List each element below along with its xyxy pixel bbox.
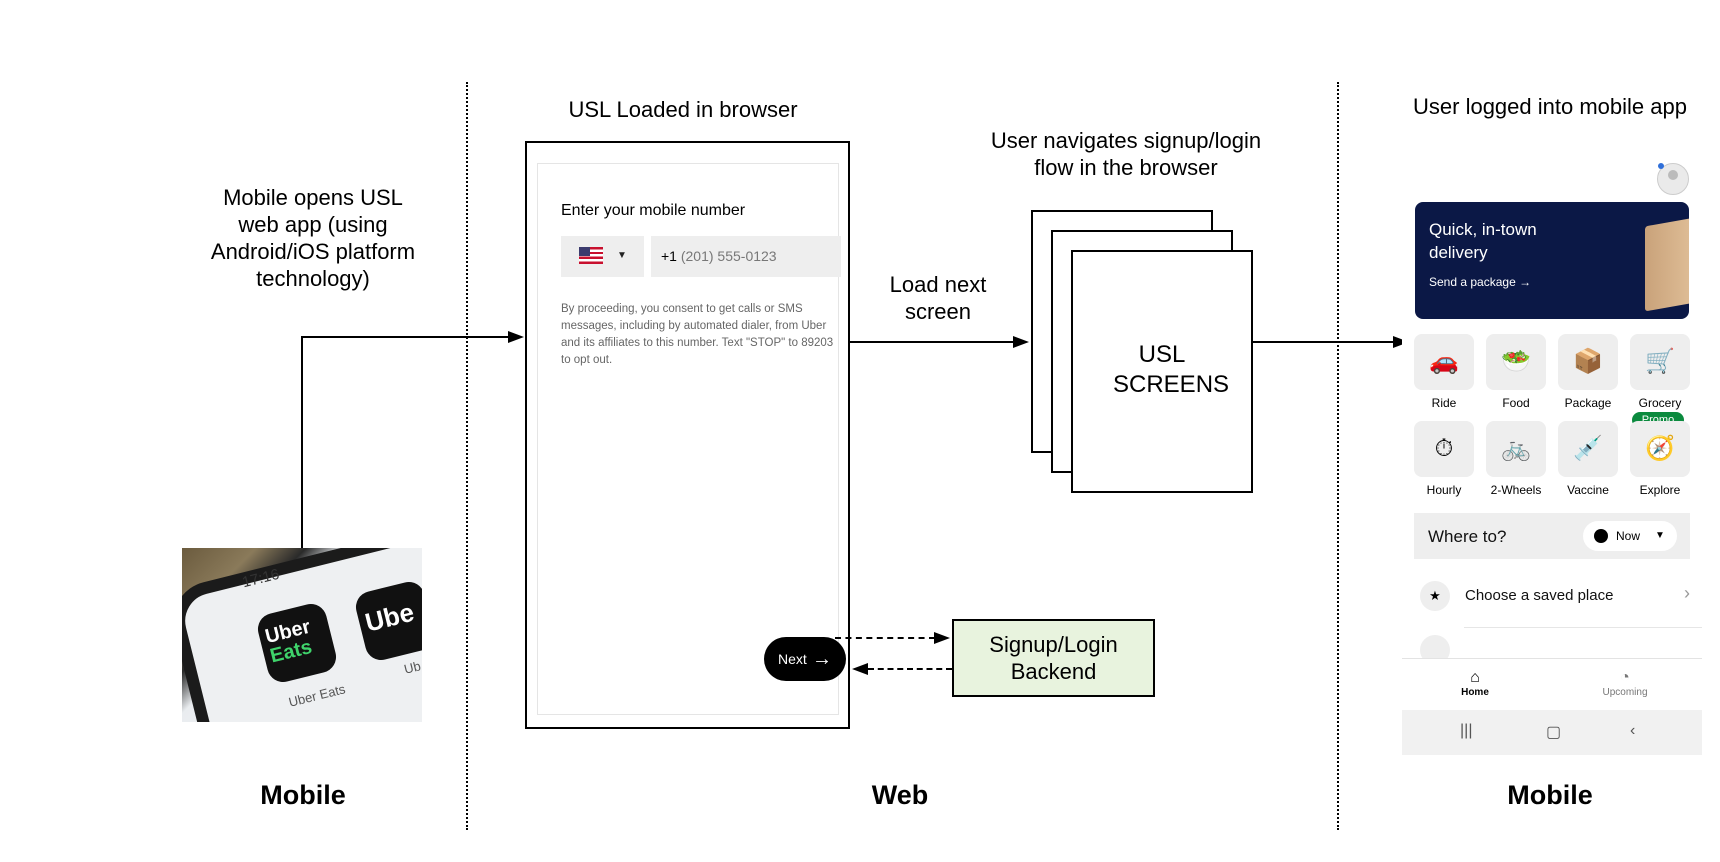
enter-number-title: Enter your mobile number [561,202,746,219]
arrow-into-browser-from-backend [852,663,868,675]
tab-home[interactable]: ⌂ Home [1435,669,1515,698]
service-label: Explore [1639,483,1681,497]
service-label: Grocery [1638,396,1682,410]
where-to-search[interactable]: Where to? Now ▼ [1414,513,1690,559]
label-usl-loaded: USL Loaded in browser [568,97,798,122]
consent-text: By proceeding, you consent to get calls … [561,303,834,366]
now-label: Now [1616,529,1641,543]
home-button-icon[interactable]: ▢ [1546,724,1562,741]
section-label-web: Web [871,780,929,810]
tab-label: Home [1461,687,1489,698]
label-user-navigates: User navigates signup/login flow in the … [990,128,1262,180]
phone-input[interactable]: +1 (201) 555-0123 [651,236,841,277]
arrow-into-screens [1013,336,1029,348]
send-package-link[interactable]: Send a package → [1429,275,1532,289]
food-icon: 🥗 [1486,334,1546,390]
hourly-icon: ⏱ [1414,421,1474,477]
service-hourly[interactable]: ⏱ Hourly [1414,421,1474,497]
clock-icon: ◔ [1620,669,1630,686]
service-label: Package [1564,396,1612,410]
connector-next-to-backend [835,637,935,639]
next-button-label: Next [778,651,807,667]
phone-placeholder: (201) 555-0123 [680,248,777,264]
usl-screens-label: USL SCREENS [1113,341,1230,398]
notification-dot [1658,163,1664,169]
label-load-next: Load next screen [889,272,987,324]
service-package[interactable]: 📦 Package [1558,334,1618,410]
label-mobile-opens: Mobile opens USL web app (using Android/… [210,185,416,291]
tab-label: Upcoming [1602,687,1648,698]
bottom-tab-bar: ⌂ Home ◔ Upcoming [1402,658,1702,711]
connector-photo-vertical [301,337,303,548]
where-to-label: Where to? [1428,527,1507,546]
now-selector[interactable]: Now ▼ [1583,521,1677,551]
arrow-into-backend [934,632,950,644]
country-code: +1 [661,248,677,264]
service-grocery[interactable]: 🛒 Grocery [1630,334,1690,410]
next-button[interactable]: Next → [764,637,846,681]
service-vaccine[interactable]: 💉 Vaccine [1558,421,1618,497]
service-label: Hourly [1426,483,1462,497]
back-icon[interactable]: ‹ [1630,722,1636,739]
service-2-wheels[interactable]: 🚲 2-Wheels [1486,421,1546,497]
mobile-app-screen: Quick, in-town delivery Send a package →… [1402,157,1702,755]
divider-right [1337,82,1339,830]
connector-to-mobile [1253,341,1395,343]
uber-icon-text: Ube [362,596,417,638]
service-food[interactable]: 🥗 Food [1486,334,1546,410]
saved-place-label: Choose a saved place [1465,587,1614,604]
avatar[interactable] [1657,163,1689,195]
arrow-into-browser [508,331,524,343]
connector-backend-to-browser [868,668,952,670]
screen-sheet-front: USL SCREENS [1071,250,1253,493]
vaccine-icon: 💉 [1558,421,1618,477]
star-icon: ★ [1420,581,1450,611]
service-explore[interactable]: 🧭 Explore [1630,421,1690,497]
service-label: 2-Wheels [1490,483,1542,497]
label-user-logged-in: User logged into mobile app [1413,94,1687,119]
country-selector[interactable]: ▼ [561,236,644,277]
service-label: Food [1502,396,1530,410]
connector-load-next [850,341,1015,343]
delivery-banner[interactable]: Quick, in-town delivery Send a package → [1415,202,1689,319]
signup-card: Enter your mobile number ▼ +1 (201) 555-… [537,163,846,715]
service-label: Vaccine [1567,483,1609,497]
tab-upcoming[interactable]: ◔ Upcoming [1585,669,1665,698]
car-icon: 🚗 [1414,334,1474,390]
explore-icon: 🧭 [1630,421,1690,477]
chevron-right-icon: › [1684,583,1690,603]
divider [1464,627,1702,628]
service-ride[interactable]: 🚗 Ride [1414,334,1474,410]
saved-place-row[interactable]: ★ Choose a saved place › [1420,577,1690,617]
us-flag-icon [579,247,603,264]
connector-photo-horizontal [301,336,509,338]
browser-frame: Enter your mobile number ▼ +1 (201) 555-… [525,141,850,729]
grocery-icon: 🛒 [1630,334,1690,390]
system-nav-bar: ||| ▢ ‹ [1402,710,1702,755]
package-icon: 📦 [1558,334,1618,390]
phone-photo: 17:16 Uber Eats Uber Eats Ube Ub [182,548,422,722]
service-label: Ride [1431,396,1457,410]
divider-left [466,82,468,830]
package-box-icon [1645,217,1689,312]
chevron-down-icon: ▼ [617,250,627,261]
section-label-mobile-right: Mobile [1507,780,1593,810]
banner-title: Quick, in-town delivery [1429,220,1537,262]
bike-icon: 🚲 [1486,421,1546,477]
recents-icon[interactable]: ||| [1460,722,1473,739]
signup-login-backend: Signup/Login Backend [952,619,1155,697]
section-label-mobile-left: Mobile [260,780,346,810]
clock-icon [1594,529,1608,543]
arrow-right-icon: → [812,648,832,670]
home-icon: ⌂ [1470,669,1480,686]
chevron-down-icon: ▼ [1655,530,1665,541]
